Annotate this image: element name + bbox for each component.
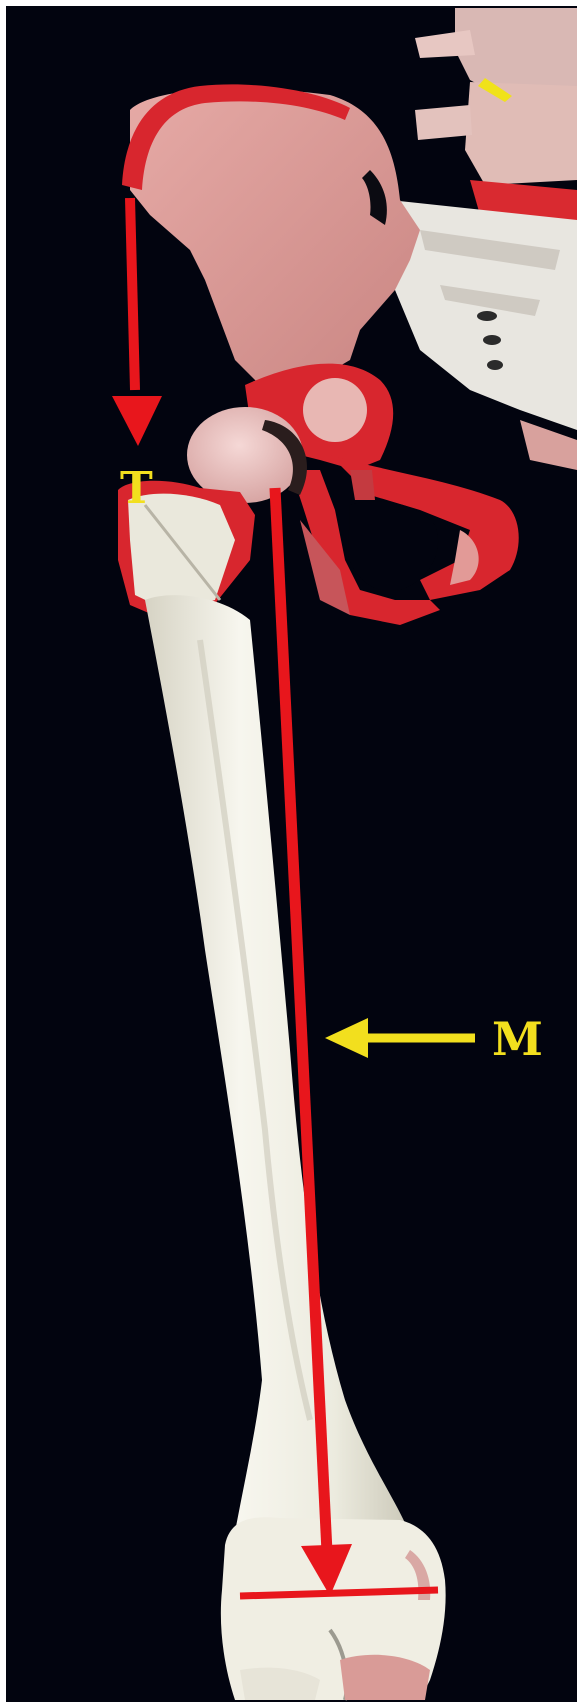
top-frame-edge <box>0 0 577 6</box>
left-frame-edge <box>0 0 6 1702</box>
label-m: M <box>492 1012 543 1066</box>
label-t: T <box>120 463 153 514</box>
distal-femur <box>221 1517 446 1700</box>
